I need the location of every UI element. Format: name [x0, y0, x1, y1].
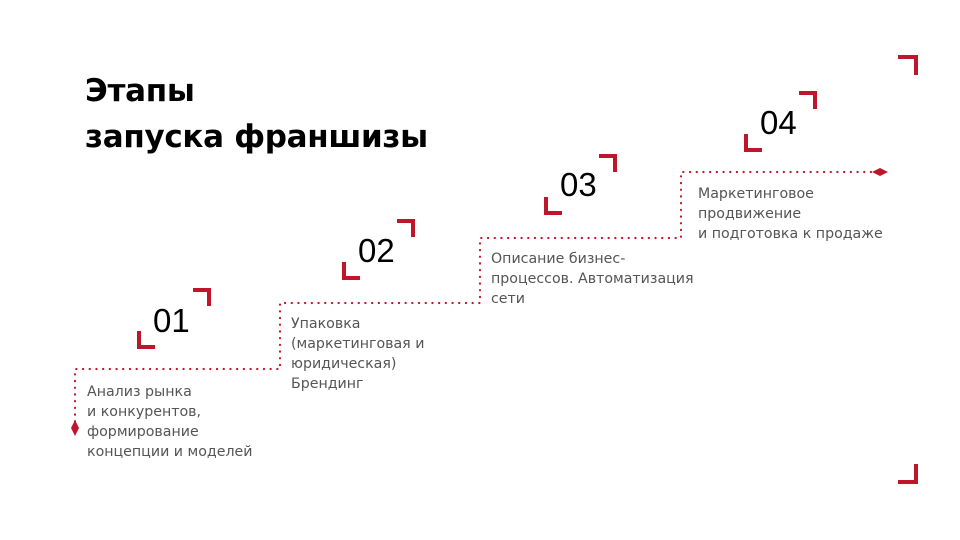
end-diamond-icon	[872, 168, 888, 176]
start-diamond-icon	[71, 420, 79, 436]
title-line-1: Этапы	[85, 73, 195, 109]
step-4-bracket-bottom-left-icon	[744, 134, 762, 152]
step-2-description: Упаковка (маркетинговая и юридическая) Б…	[291, 316, 425, 392]
step-1-number: 01	[153, 302, 190, 339]
step-3-bracket-bottom-left-icon	[544, 197, 562, 215]
step-2-bracket-bottom-left-icon	[342, 262, 360, 280]
step-4-number: 04	[760, 104, 797, 141]
step-4-bracket-top-right-icon	[799, 91, 817, 109]
step-4-description: Маркетинговое продвижение и подготовка к…	[698, 186, 883, 242]
corner-bottom-right-icon	[898, 464, 918, 484]
step-3-description: Описание бизнес- процессов. Автоматизаци…	[491, 251, 694, 307]
step-3-number: 03	[560, 166, 597, 203]
step-2-number: 02	[358, 232, 395, 269]
corner-top-right-icon	[898, 55, 918, 75]
step-1-description: Анализ рынка и конкурентов, формирование…	[87, 384, 253, 460]
step-2-bracket-top-right-icon	[397, 219, 415, 237]
step-1-bracket-bottom-left-icon	[137, 331, 155, 349]
step-3-bracket-top-right-icon	[599, 154, 617, 172]
title-line-2: запуска франшизы	[85, 119, 428, 155]
page-title: Этапы запуска франшизы	[85, 68, 428, 160]
step-1-bracket-top-right-icon	[193, 288, 211, 306]
